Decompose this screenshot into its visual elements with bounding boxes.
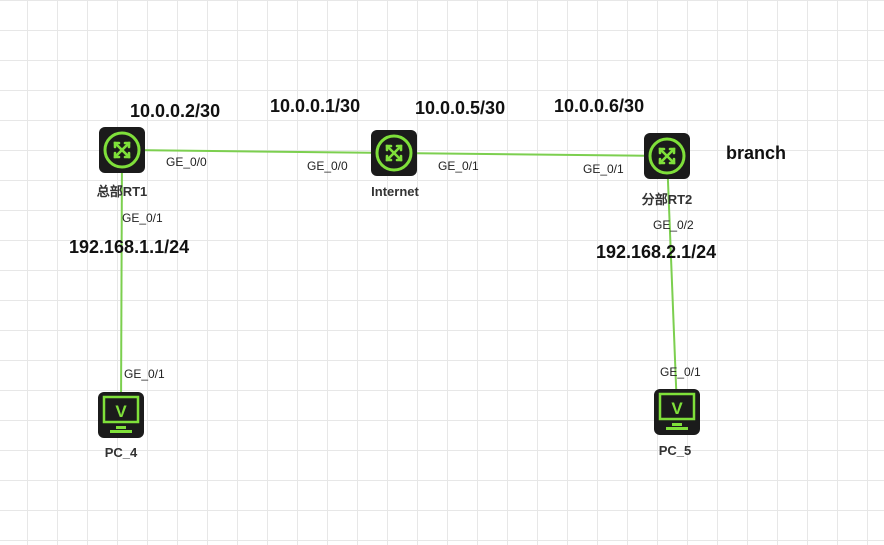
port-label-internet-ge01: GE_0/1 xyxy=(438,159,479,173)
pc4-label: PC_4 xyxy=(104,445,138,460)
rt1-label: 总部RT1 xyxy=(96,184,148,199)
ip-internet-east: 10.0.0.5/30 xyxy=(415,98,506,118)
pc-glyph: V xyxy=(671,399,683,418)
link-internet-rt2[interactable] xyxy=(393,152,668,157)
router-rt2[interactable] xyxy=(643,132,691,180)
router-icon xyxy=(644,133,690,179)
pc-monitor-icon: V xyxy=(98,392,144,438)
port-label-pc4-ge01: GE_0/1 xyxy=(124,367,165,381)
pc-monitor-icon: V xyxy=(654,389,700,435)
link-rt2-pc5[interactable] xyxy=(666,155,678,411)
router-rt1[interactable] xyxy=(98,126,146,174)
pc-glyph: V xyxy=(115,402,127,421)
port-label-rt1-ge01: GE_0/1 xyxy=(122,211,163,225)
branch-note: branch xyxy=(726,143,787,163)
ip-rt2-wan: 10.0.0.6/30 xyxy=(554,96,645,116)
internet-label: Internet xyxy=(371,184,419,199)
ip-rt1-wan: 10.0.0.2/30 xyxy=(130,101,221,121)
rt2-label: 分部RT2 xyxy=(641,192,693,207)
router-icon xyxy=(371,130,417,176)
pc-5[interactable]: V xyxy=(653,388,701,436)
link-rt1-internet[interactable] xyxy=(121,149,395,154)
pc5-label: PC_5 xyxy=(658,443,692,458)
port-label-pc5-ge01: GE_0/1 xyxy=(660,365,701,379)
ip-internet-west: 10.0.0.1/30 xyxy=(270,96,361,116)
ip-rt2-lan: 192.168.2.1/24 xyxy=(596,242,717,262)
pc-4[interactable]: V xyxy=(97,391,145,439)
port-label-rt1-ge00: GE_0/0 xyxy=(166,155,207,169)
port-label-rt2-ge01: GE_0/1 xyxy=(583,162,624,176)
router-icon xyxy=(99,127,145,173)
port-label-internet-ge00: GE_0/0 xyxy=(307,159,348,173)
link-rt1-pc4[interactable] xyxy=(120,149,123,413)
port-label-rt2-ge02: GE_0/2 xyxy=(653,218,694,232)
ip-rt1-lan: 192.168.1.1/24 xyxy=(69,237,190,257)
router-internet[interactable] xyxy=(370,129,418,177)
